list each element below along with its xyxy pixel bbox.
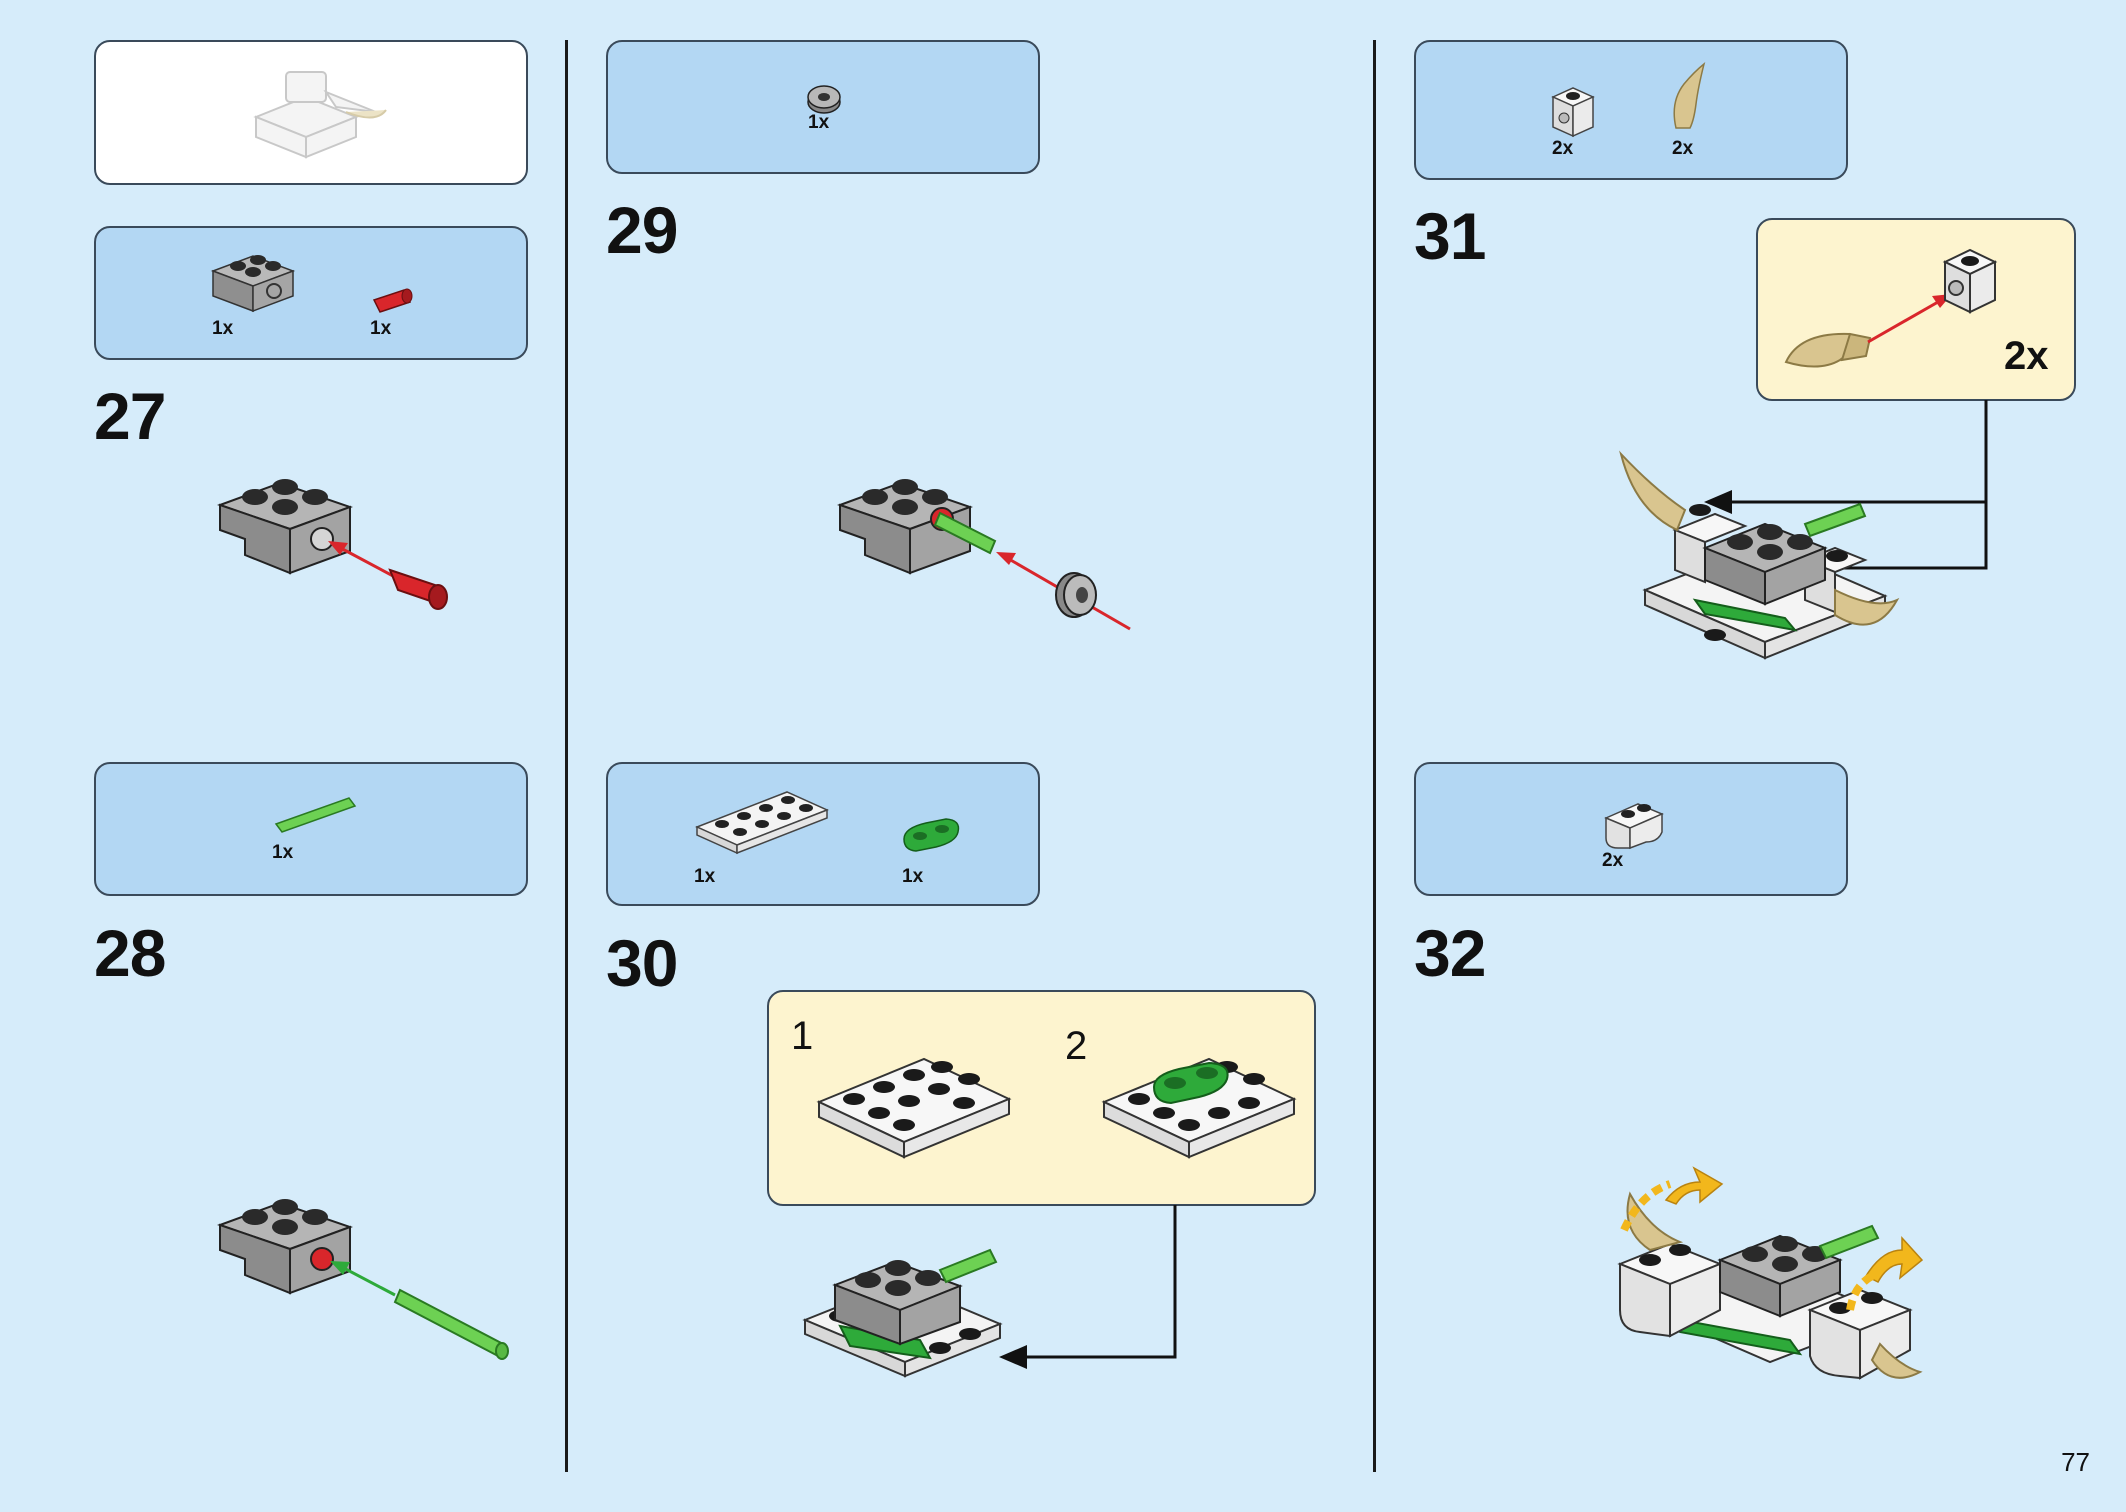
step-30-number: 30: [606, 926, 678, 1000]
plate-2x4-white-icon: [695, 791, 829, 855]
brick-1x1-clip-white-icon: [1551, 87, 1595, 138]
previous-build-preview-icon: [253, 71, 387, 159]
substep-1-number: 1: [791, 1014, 814, 1058]
step-30-callout-arrow: [999, 1205, 1177, 1369]
step-30-assembly-illustration: [802, 1248, 1003, 1378]
step-28-number: 28: [94, 916, 166, 990]
step-31-assembly-illustration: [1619, 450, 1900, 660]
step-27-part-2-qty: 1x: [370, 318, 392, 339]
step-32-part-1-qty: 2x: [1602, 850, 1624, 871]
brick-curved-white-icon: [1604, 803, 1664, 850]
column-divider-right: [1373, 40, 1376, 1472]
bush-gray-icon: [807, 85, 841, 114]
previous-build-preview: [94, 40, 528, 185]
step-27-parts-list: 1x 1x: [94, 226, 528, 360]
step-27-number: 27: [94, 379, 166, 453]
horn-to-clip-illustration: [1784, 248, 1998, 368]
step-27-part-1-qty: 1x: [212, 318, 234, 339]
substep-2-green-plate-illustration: [1101, 1057, 1297, 1159]
step-28-assembly-illustration: [217, 1199, 509, 1360]
step-29-number: 29: [606, 193, 678, 267]
axle-green-icon: [274, 797, 357, 833]
step-30-part-1-qty: 1x: [694, 866, 716, 887]
step-28-part-1-qty: 1x: [272, 842, 294, 863]
brick-2x2-axle-hole-gray-icon: [210, 255, 296, 313]
horn-tan-icon: [1673, 62, 1706, 129]
step-29-part-1-qty: 1x: [808, 112, 830, 133]
page-number: 77: [2061, 1447, 2090, 1477]
step-31-sub-assembly-callout: 2x: [1756, 218, 2076, 401]
step-31-parts-list: 2x 2x: [1414, 40, 1848, 180]
step-31-part-2-qty: 2x: [1672, 138, 1694, 159]
step-31-part-1-qty: 2x: [1552, 138, 1574, 159]
step-32-number: 32: [1414, 916, 1486, 990]
step-27-assembly-illustration: [217, 479, 448, 610]
step-31-callout-multiplier: 2x: [2004, 334, 2049, 378]
step-28-parts-list: 1x: [94, 762, 528, 896]
step-29-parts-list: 1x: [606, 40, 1040, 174]
step-29-assembly-illustration: [837, 479, 1131, 631]
step-30-parts-list: 1x 1x: [606, 762, 1040, 906]
plate-1x2-round-green-icon: [903, 818, 960, 852]
step-32-assembly-illustration: [1617, 1166, 1924, 1380]
substep-2-number: 2: [1065, 1024, 1088, 1068]
step-30-sub-assembly-callout: 1 2: [767, 990, 1316, 1206]
substep-1-white-plate-illustration: [816, 1057, 1012, 1159]
step-31-number: 31: [1414, 199, 1486, 273]
pin-connector-red-icon: [372, 288, 413, 313]
step-32-parts-list: 2x: [1414, 762, 1848, 896]
step-30-part-2-qty: 1x: [902, 866, 924, 887]
column-divider-left: [565, 40, 568, 1472]
